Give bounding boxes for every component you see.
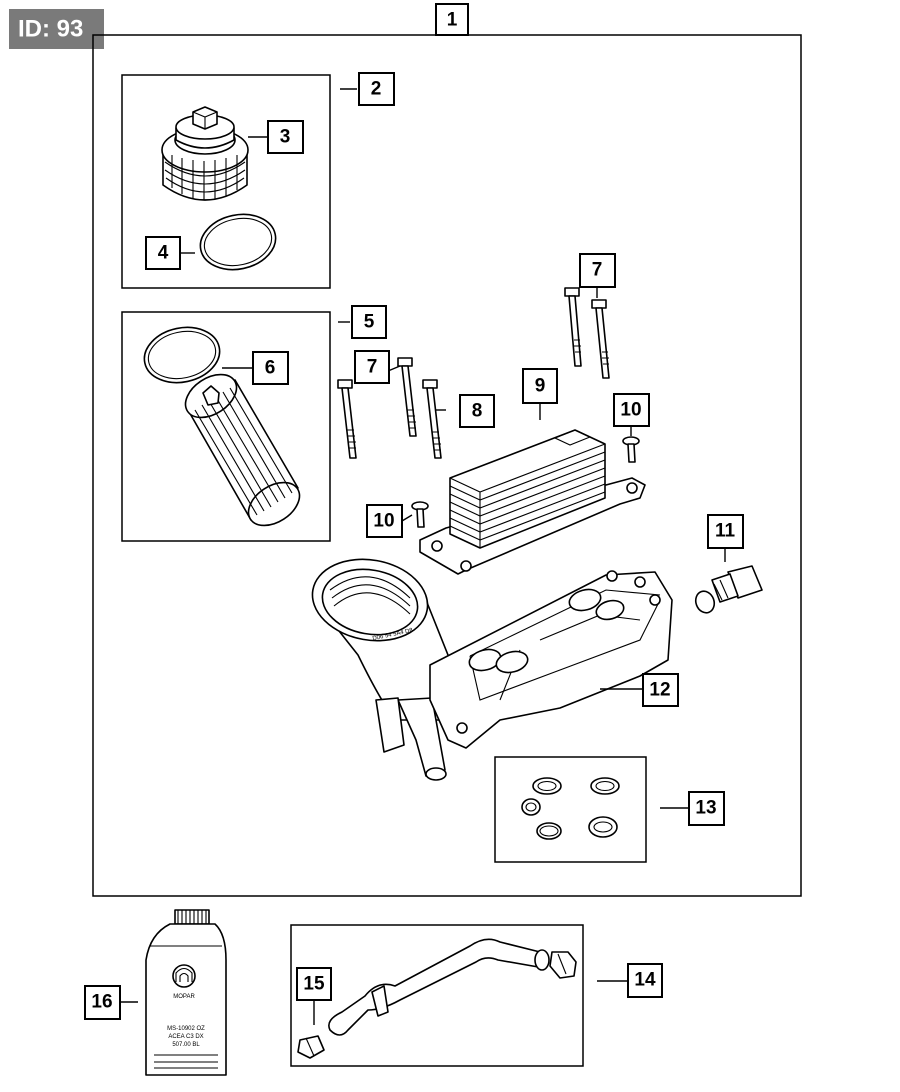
oil-bottle-drawing: MOPAR MS-10902 OZ ACEA C3 DX 507.00 BL xyxy=(145,909,227,1076)
id-badge: ID: 93 xyxy=(9,9,104,49)
callout-10-a: 10 xyxy=(613,393,650,427)
svg-text:13: 13 xyxy=(695,798,716,819)
svg-text:12: 12 xyxy=(649,680,670,701)
callout-7-a: 7 xyxy=(354,350,390,384)
svg-text:2: 2 xyxy=(371,79,382,100)
svg-text:7: 7 xyxy=(592,260,603,281)
callout-2: 2 xyxy=(358,72,395,106)
svg-text:9: 9 xyxy=(535,376,546,397)
svg-text:6: 6 xyxy=(265,358,276,379)
id-badge-text: ID: 93 xyxy=(18,16,83,43)
bottle-code-1: MS-10902 OZ xyxy=(167,1026,205,1032)
callout-7-b: 7 xyxy=(579,253,616,288)
callout-14: 14 xyxy=(627,963,663,998)
svg-text:3: 3 xyxy=(280,127,291,148)
id-badge-background xyxy=(9,9,104,49)
leader-lines xyxy=(120,88,726,1025)
callout-6: 6 xyxy=(252,351,289,385)
cap-kit-frame xyxy=(121,74,331,289)
oil-filter-element-drawing xyxy=(184,373,301,527)
callout-13: 13 xyxy=(688,791,725,826)
svg-text:5: 5 xyxy=(364,312,375,333)
filter-kit-frame xyxy=(121,311,331,542)
callout-11: 11 xyxy=(707,514,744,549)
screws-drawing xyxy=(411,436,640,528)
oil-filter-cap-drawing xyxy=(161,106,249,201)
callout-16: 16 xyxy=(84,985,121,1020)
svg-text:14: 14 xyxy=(634,970,656,991)
seals-drawing xyxy=(521,777,620,840)
callout-9: 9 xyxy=(522,368,558,404)
callout-15: 15 xyxy=(296,967,332,1001)
cap-o-ring-drawing xyxy=(199,213,277,271)
hose-kit-frame xyxy=(290,924,584,1067)
svg-text:15: 15 xyxy=(303,974,325,995)
seal-kit-frame xyxy=(494,756,647,863)
svg-text:10: 10 xyxy=(620,400,641,421)
filter-o-ring-drawing xyxy=(143,326,221,384)
bottle-brand: MOPAR xyxy=(173,994,195,1000)
svg-text:7: 7 xyxy=(367,357,378,378)
callout-12: 12 xyxy=(642,673,679,707)
svg-text:8: 8 xyxy=(472,401,483,422)
bolts-drawing xyxy=(337,287,610,459)
svg-text:11: 11 xyxy=(715,521,736,542)
hose-drawing xyxy=(297,938,577,1059)
bottle-code-2: ACEA C3 DX xyxy=(168,1034,203,1040)
svg-text:10: 10 xyxy=(373,511,394,532)
callout-1: 1 xyxy=(435,3,469,36)
adapter-housing-drawing: D06 54 5A4 D8 xyxy=(311,558,673,781)
oil-cooler-drawing xyxy=(419,429,646,575)
svg-text:16: 16 xyxy=(91,992,112,1013)
callout-5: 5 xyxy=(351,305,387,339)
callout-3: 3 xyxy=(267,120,304,154)
callout-4: 4 xyxy=(145,236,181,270)
callout-8: 8 xyxy=(459,394,495,428)
svg-text:4: 4 xyxy=(158,243,169,264)
bottle-code-3: 507.00 BL xyxy=(172,1042,200,1048)
svg-text:1: 1 xyxy=(447,10,458,31)
oil-pressure-sensor-drawing xyxy=(694,565,763,614)
callout-10-b: 10 xyxy=(366,504,403,538)
